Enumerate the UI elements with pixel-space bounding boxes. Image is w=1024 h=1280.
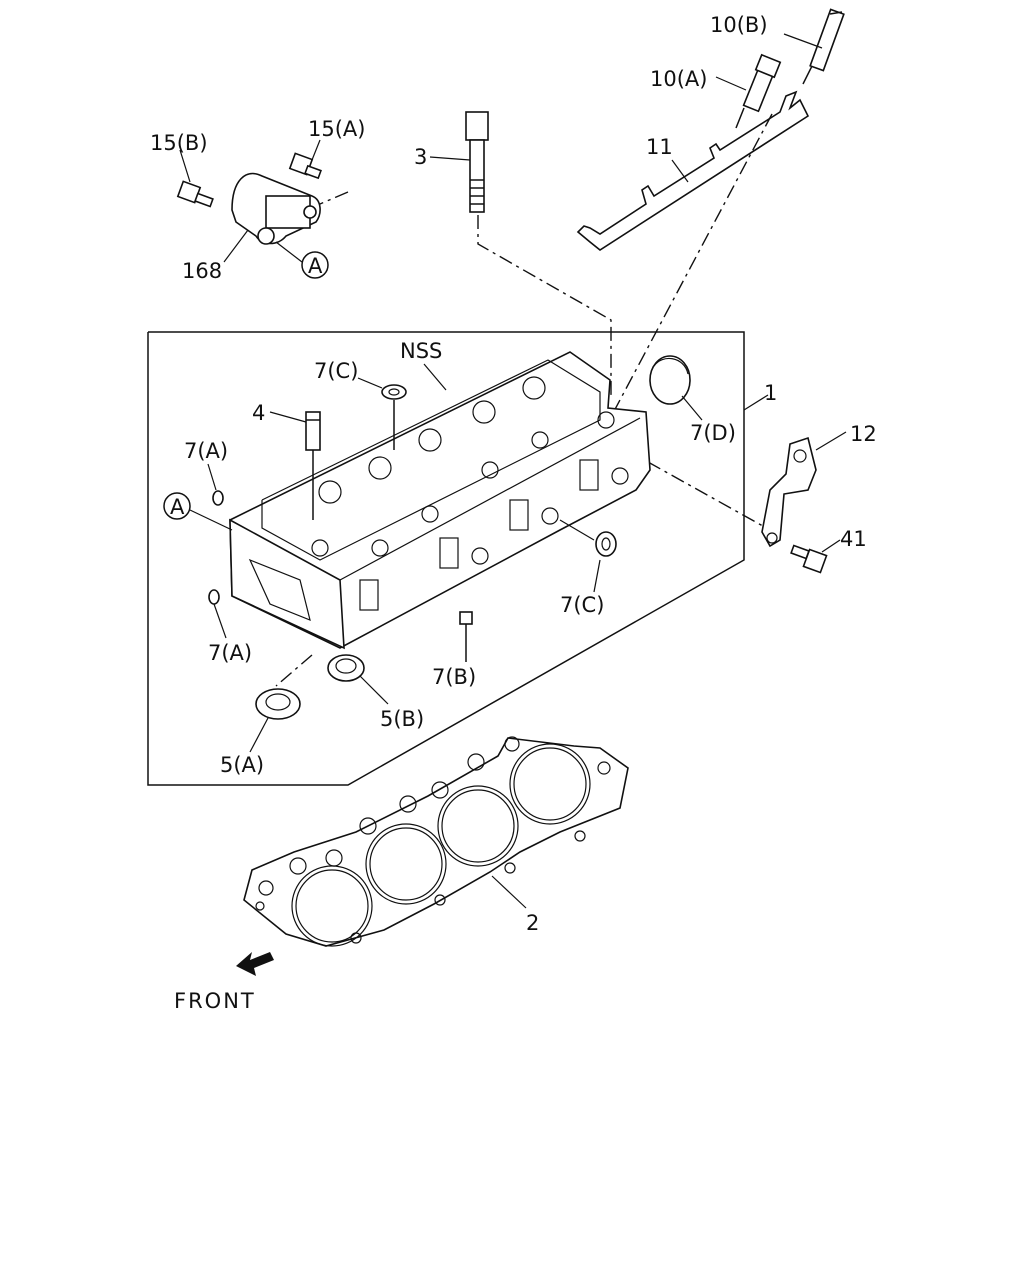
seal-5b <box>327 654 365 682</box>
label-3: 3 <box>414 145 427 169</box>
glow-plug-10a <box>735 53 782 129</box>
assembly-box <box>147 331 745 786</box>
label-5b: 5(B) <box>380 707 424 731</box>
label-15a: 15(A) <box>308 117 365 141</box>
label-168: 168 <box>182 259 222 283</box>
plug-7a-top <box>212 490 224 506</box>
valve-guide-4 <box>305 411 321 520</box>
bracket-12 <box>761 436 817 548</box>
bolt-15a <box>288 152 322 180</box>
label-7c-top: 7(C) <box>314 359 358 383</box>
label-nss: NSS <box>400 339 442 363</box>
label-7c-bottom: 7(C) <box>560 593 604 617</box>
reference-circle-a-head <box>163 492 191 520</box>
seal-5a <box>255 688 301 720</box>
label-7b: 7(B) <box>432 665 476 689</box>
seal-7c-top <box>381 384 407 450</box>
label-7a-top: 7(A) <box>184 439 228 463</box>
label-4: 4 <box>252 401 265 425</box>
label-1: 1 <box>764 381 777 405</box>
plug-7b <box>459 611 473 662</box>
glow-plug-10b <box>802 8 845 85</box>
plug-7a-bottom <box>208 589 220 605</box>
head-gasket-2 <box>243 736 629 947</box>
seal-7c-bottom <box>595 531 617 557</box>
label-41: 41 <box>840 527 867 551</box>
bracket-168 <box>231 172 321 245</box>
label-10b: 10(B) <box>710 13 768 37</box>
label-11: 11 <box>646 135 673 159</box>
bolt-41 <box>790 544 828 574</box>
bolt-3 <box>465 111 489 213</box>
label-12: 12 <box>850 422 877 446</box>
label-15b: 15(B) <box>150 131 208 155</box>
label-7a-bottom: 7(A) <box>208 641 252 665</box>
front-arrow-icon <box>236 952 274 976</box>
reference-circle-a-top <box>301 251 329 279</box>
bolt-15b <box>176 180 214 208</box>
connector-plate-11 <box>576 90 810 251</box>
cylinder-head <box>229 351 651 650</box>
label-5a: 5(A) <box>220 753 264 777</box>
label-ref-a-head: A <box>170 495 185 519</box>
label-2: 2 <box>526 911 539 935</box>
label-10a: 10(A) <box>650 67 707 91</box>
label-front: FRONT <box>174 989 256 1013</box>
label-7d: 7(D) <box>690 421 736 445</box>
plug-7d <box>649 355 691 405</box>
label-ref-a-top: A <box>308 254 323 278</box>
